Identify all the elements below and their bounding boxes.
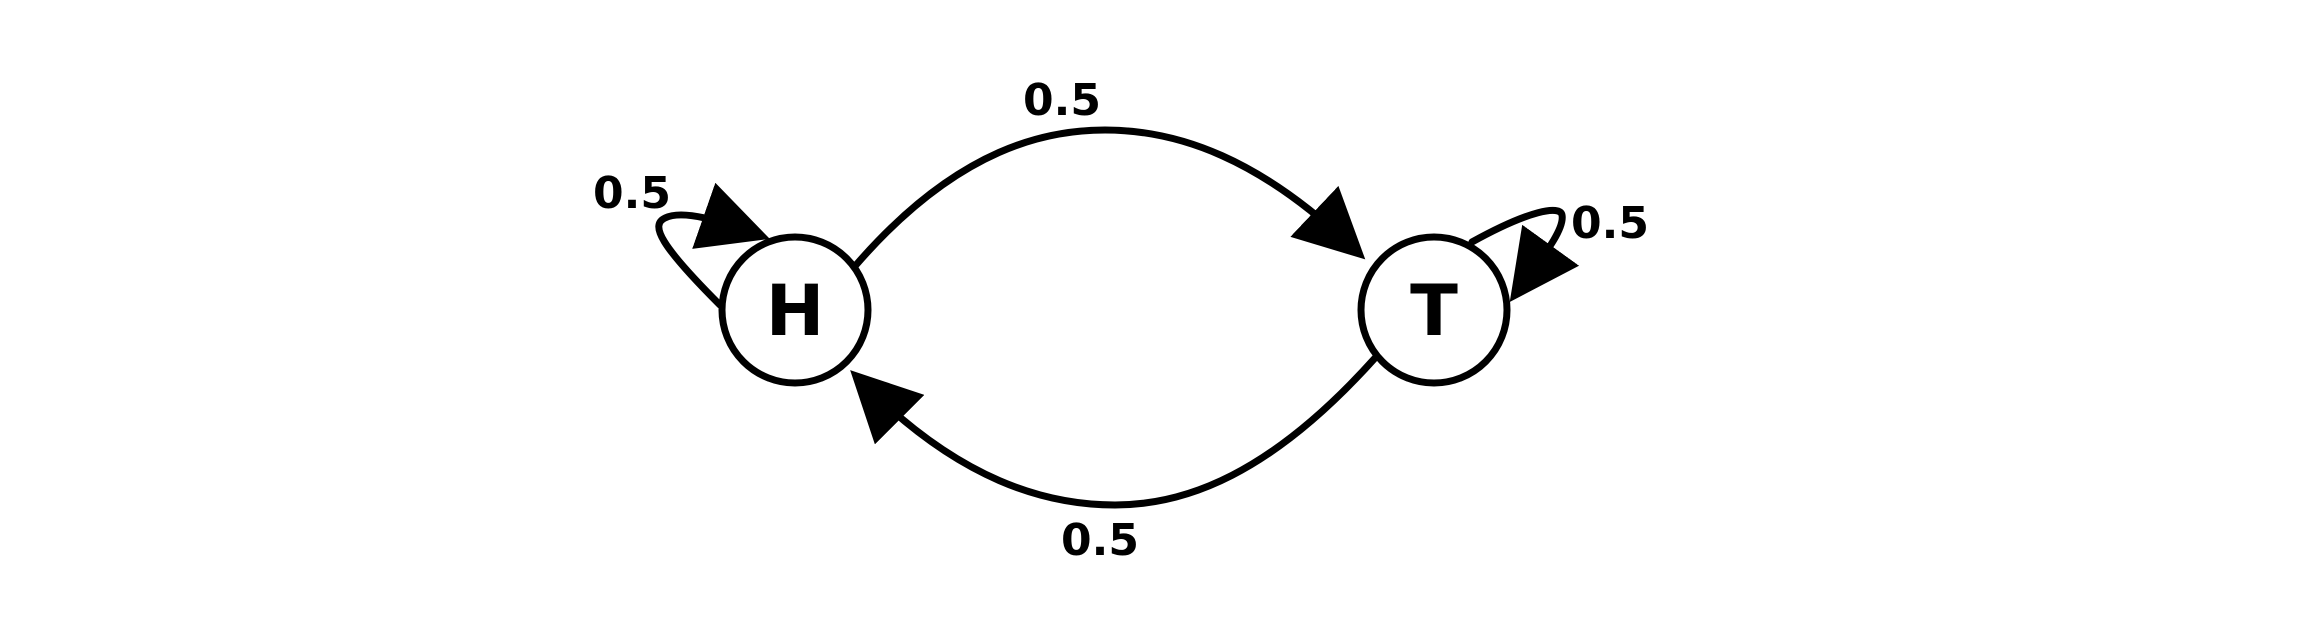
self-loop-h [655,182,770,309]
self-loop-t [1468,206,1580,303]
state-node-t: T [1357,233,1511,387]
edge-t-to-h [850,354,1379,509]
self-loop-label-h: 0.5 [593,168,671,219]
self-loop-label-t: 0.5 [1571,198,1649,249]
edge-h-to-t [852,126,1366,269]
state-label-h: H [766,270,825,352]
edge-label-h-to-t: 0.5 [1023,75,1101,126]
state-node-h: H [718,233,872,387]
state-circle-h [718,233,872,387]
state-circle-t [1357,233,1511,387]
state-label-t: T [1410,270,1458,352]
edge-label-t-to-h: 0.5 [1061,515,1139,566]
